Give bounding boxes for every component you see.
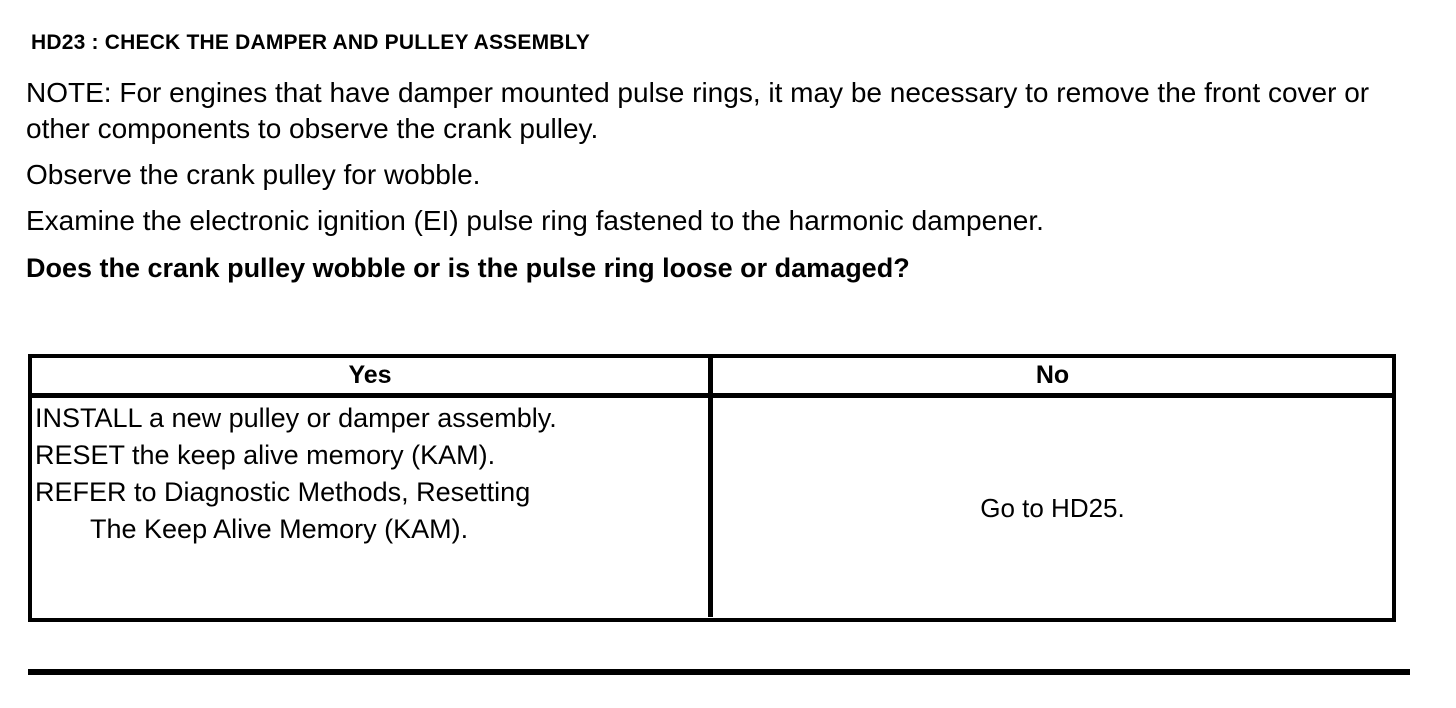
- step-title: HD23 : CHECK THE DAMPER AND PULLEY ASSEM…: [31, 31, 590, 54]
- table-cell-yes-actions: INSTALL a new pulley or damper assembly.…: [32, 398, 713, 617]
- yes-action-list: INSTALL a new pulley or damper assembly.…: [32, 400, 708, 548]
- action-line-reset: RESET the keep alive memory (KAM).: [35, 440, 496, 470]
- decision-table: Yes No INSTALL a new pulley or damper as…: [28, 354, 1396, 622]
- goto-reference: Go to HD25.: [980, 492, 1125, 523]
- action-line-refer: REFER to Diagnostic Methods, Resetting: [35, 477, 531, 507]
- table-header-row: Yes No: [32, 358, 1392, 398]
- action-line-install: INSTALL a new pulley or damper assembly.: [35, 403, 557, 433]
- list-item: INSTALL a new pulley or damper assembly.: [32, 400, 708, 437]
- table-header-yes: Yes: [32, 358, 713, 393]
- instruction-paragraph-examine: Examine the electronic ignition (EI) pul…: [26, 205, 1044, 236]
- table-header-no: No: [1035, 361, 1070, 389]
- instruction-paragraph-observe: Observe the crank pulley for wobble.: [26, 159, 481, 190]
- table-cell-no-action: Go to HD25.: [713, 398, 1392, 617]
- action-line-refer-continuation: The Keep Alive Memory (KAM).: [90, 514, 469, 544]
- note-paragraph: NOTE: For engines that have damper mount…: [26, 77, 1370, 144]
- list-item: REFER to Diagnostic Methods, Resetting T…: [32, 474, 708, 548]
- table-body-row: INSTALL a new pulley or damper assembly.…: [32, 398, 1392, 617]
- decision-question: Does the crank pulley wobble or is the p…: [26, 253, 910, 283]
- list-item: RESET the keep alive memory (KAM).: [32, 437, 708, 474]
- bottom-divider-rule: [28, 669, 1410, 675]
- instruction-text-block: NOTE: For engines that have damper mount…: [26, 75, 1416, 296]
